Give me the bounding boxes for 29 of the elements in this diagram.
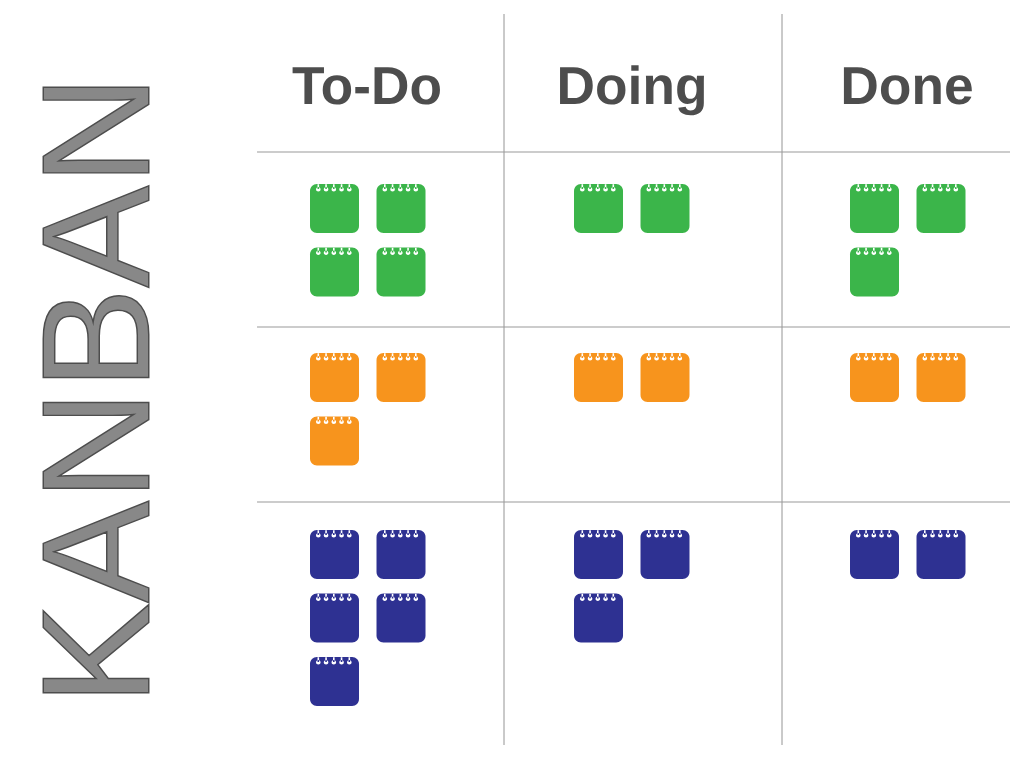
notepad — [376, 530, 426, 579]
notepad — [376, 184, 426, 233]
notepad — [376, 353, 426, 402]
notepad — [640, 184, 690, 233]
notepad — [574, 530, 623, 579]
column-header: Doing — [560, 65, 704, 116]
notepad — [574, 593, 623, 643]
notepad — [376, 247, 426, 297]
notepad — [640, 530, 690, 579]
notepad — [916, 184, 966, 233]
notepad — [310, 353, 359, 402]
notepad — [916, 530, 966, 579]
notepad — [640, 353, 690, 402]
notepad — [310, 184, 359, 233]
notepad — [310, 593, 359, 643]
notepad — [310, 530, 359, 579]
column-header: To-Do — [292, 67, 440, 105]
notepad — [310, 657, 359, 706]
notepad — [850, 353, 899, 402]
notepad — [850, 184, 899, 233]
notepad — [850, 530, 899, 579]
notepad — [574, 184, 623, 233]
notepad — [850, 247, 899, 297]
notepad — [376, 593, 426, 643]
column-header: Done — [843, 67, 972, 105]
notepad — [916, 353, 966, 402]
notepad — [574, 353, 623, 402]
notepad — [310, 416, 359, 466]
notepad — [310, 247, 359, 297]
